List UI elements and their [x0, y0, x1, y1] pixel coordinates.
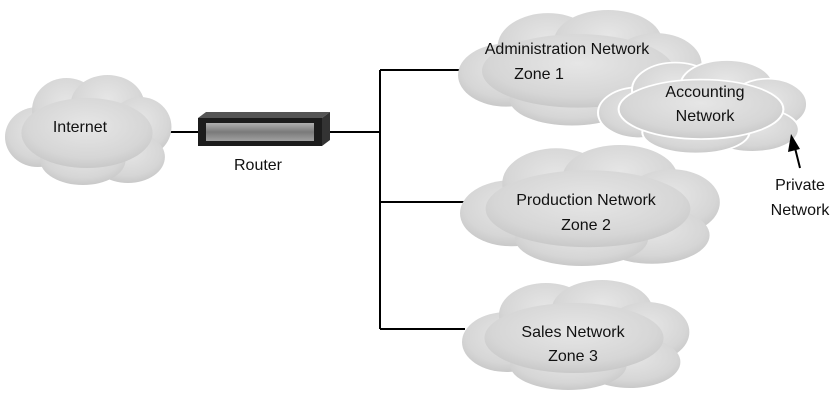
production-line1: Production Network — [516, 192, 657, 209]
internet-label: Internet — [53, 119, 108, 136]
router-label: Router — [234, 157, 283, 174]
production-line2: Zone 2 — [561, 217, 611, 234]
production-cloud: Production Network Zone 2 — [460, 145, 720, 266]
router-icon — [198, 112, 330, 146]
accounting-cloud: Accounting Network — [596, 58, 809, 155]
internet-cloud: Internet — [5, 75, 172, 185]
private-network-callout: Private Network — [771, 134, 831, 219]
sales-line1: Sales Network — [521, 324, 625, 341]
accounting-line2: Network — [676, 108, 736, 125]
accounting-line1: Accounting — [665, 84, 744, 101]
callout-line2: Network — [771, 202, 831, 219]
sales-line2: Zone 3 — [548, 348, 598, 365]
callout-line1: Private — [775, 177, 825, 194]
admin-line1: Administration Network — [485, 41, 651, 58]
admin-line2: Zone 1 — [514, 66, 564, 83]
router: Router — [198, 112, 330, 174]
admin-cloud: Administration Network Zone 1 — [458, 10, 702, 126]
arrow-up-icon — [788, 134, 801, 169]
connection-lines — [165, 69, 465, 330]
sales-cloud: Sales Network Zone 3 — [462, 280, 690, 390]
